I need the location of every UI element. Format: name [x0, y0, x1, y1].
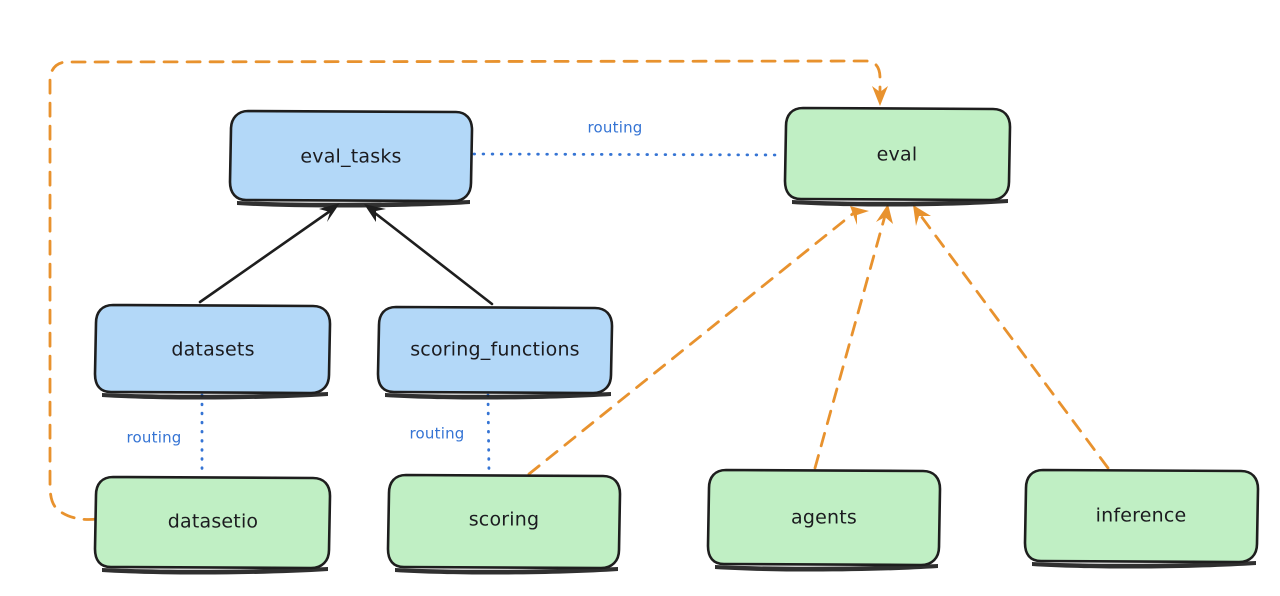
node-label-datasets: datasets — [171, 339, 254, 361]
node-agents[interactable]: agents — [706, 468, 942, 572]
arrowhead-datasetio-eval — [872, 86, 888, 106]
arrowhead-datasets-eval_tasks — [319, 203, 340, 222]
node-datasets[interactable]: datasets — [93, 303, 332, 400]
arrowhead-scf-eval_tasks — [364, 204, 386, 222]
node-label-eval: eval — [877, 144, 918, 166]
edge-agents-to-eval — [813, 204, 893, 470]
node-label-inference: inference — [1096, 505, 1187, 527]
node-label-scoring: scoring — [469, 509, 540, 531]
edge-label-routing-datasets-datasetio: routing — [127, 429, 182, 447]
edge-label-routing-eval_tasks-eval: routing — [588, 119, 643, 137]
node-label-datasetio: datasetio — [168, 511, 259, 533]
arrowhead-agents-eval — [876, 204, 893, 224]
node-scoring[interactable]: scoring — [386, 473, 622, 575]
edge-datasetio-to-eval — [48, 59, 888, 521]
edge-inference-to-eval — [913, 205, 1110, 470]
node-scoring_functions[interactable]: scoring_functions — [376, 305, 614, 400]
edge-scoring-to-eval — [527, 206, 869, 476]
edge-eval_tasks-to-eval — [472, 152, 785, 157]
edge-scoring_functions-to-scoring — [486, 393, 491, 476]
node-label-eval_tasks: eval_tasks — [300, 146, 401, 168]
node-eval[interactable]: eval — [783, 106, 1012, 207]
arrowhead-scoring-eval — [850, 206, 869, 225]
edge-datasets-to-eval_tasks — [198, 203, 340, 304]
node-inference[interactable]: inference — [1023, 468, 1260, 569]
node-datasetio[interactable]: datasetio — [93, 475, 332, 575]
arrowhead-inference-eval — [913, 205, 931, 226]
edge-scoring_functions-to-eval_tasks — [364, 204, 494, 306]
edge-label-routing-scoring_functions-scoring: routing — [410, 425, 465, 443]
node-label-scoring_functions: scoring_functions — [410, 339, 580, 361]
node-eval_tasks[interactable]: eval_tasks — [228, 109, 474, 208]
node-label-agents: agents — [791, 507, 857, 529]
